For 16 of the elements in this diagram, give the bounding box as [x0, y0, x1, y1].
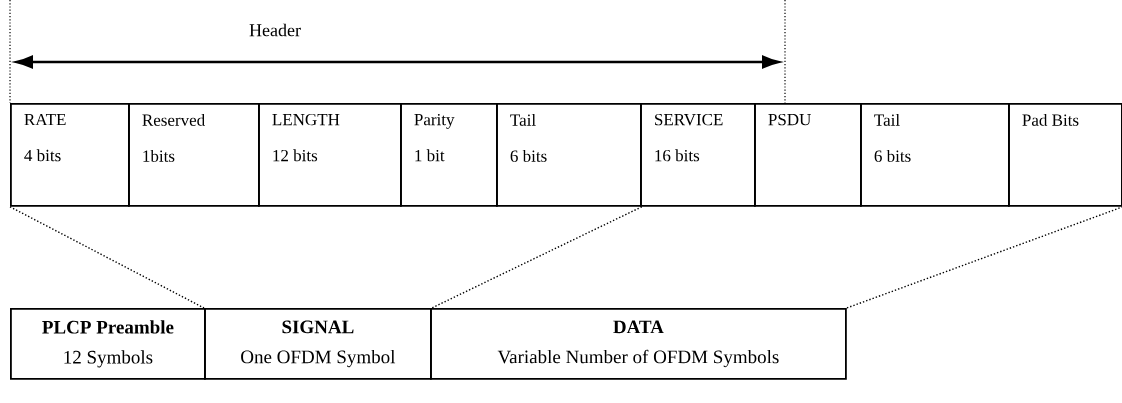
field-cell: Pad Bits [1008, 103, 1122, 207]
field-cell: Parity 1 bit [400, 103, 498, 207]
frame-segment: DATA Variable Number of OFDM Symbols [430, 308, 847, 380]
field-cell: Reserved 1bits [128, 103, 260, 207]
frame-segment: SIGNAL One OFDM Symbol [204, 308, 432, 380]
field-cell: Tail 6 bits [860, 103, 1010, 207]
field-cell: RATE 4 bits [10, 103, 130, 207]
frame-segment: PLCP Preamble 12 Symbols [10, 308, 206, 380]
mapping-line [431, 206, 643, 309]
field-cell: LENGTH 12 bits [258, 103, 402, 207]
field-cell: PSDU [754, 103, 862, 207]
mapping-line [846, 206, 1122, 309]
mapping-line [9, 206, 205, 309]
field-cell: SERVICE 16 bits [640, 103, 756, 207]
field-cell: Tail 6 bits [496, 103, 642, 207]
dimension-label: Header [249, 23, 301, 37]
